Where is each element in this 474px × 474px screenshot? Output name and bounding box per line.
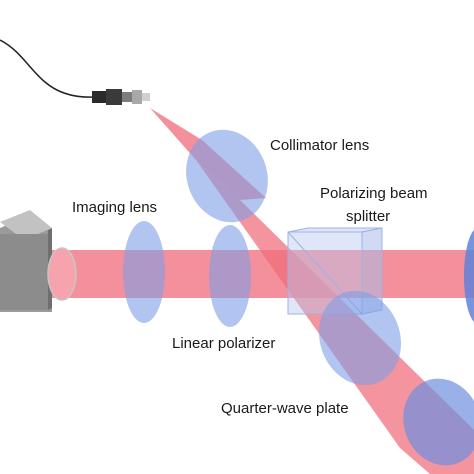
linear-polarizer bbox=[209, 225, 251, 327]
bottom-right-lens bbox=[403, 378, 474, 466]
collimator-lens bbox=[186, 129, 268, 223]
optical-fiber-cable bbox=[0, 39, 97, 98]
label-imaging-lens: Imaging lens bbox=[72, 199, 157, 216]
horizontal-beam bbox=[52, 250, 474, 298]
label-polarizing-beam-splitter-line1: Polarizing beam bbox=[320, 185, 428, 202]
label-polarizing-beam-splitter-line2: splitter bbox=[346, 208, 390, 225]
fiber-connector bbox=[92, 89, 150, 105]
camera bbox=[0, 210, 52, 312]
imaging-lens bbox=[123, 221, 165, 323]
quarter-wave-plate bbox=[318, 290, 402, 386]
right-edge-lens bbox=[464, 230, 474, 322]
label-collimator-lens: Collimator lens bbox=[270, 137, 369, 154]
label-quarter-wave-plate: Quarter-wave plate bbox=[221, 400, 349, 417]
label-linear-polarizer: Linear polarizer bbox=[172, 335, 275, 352]
camera-aperture bbox=[47, 247, 77, 301]
